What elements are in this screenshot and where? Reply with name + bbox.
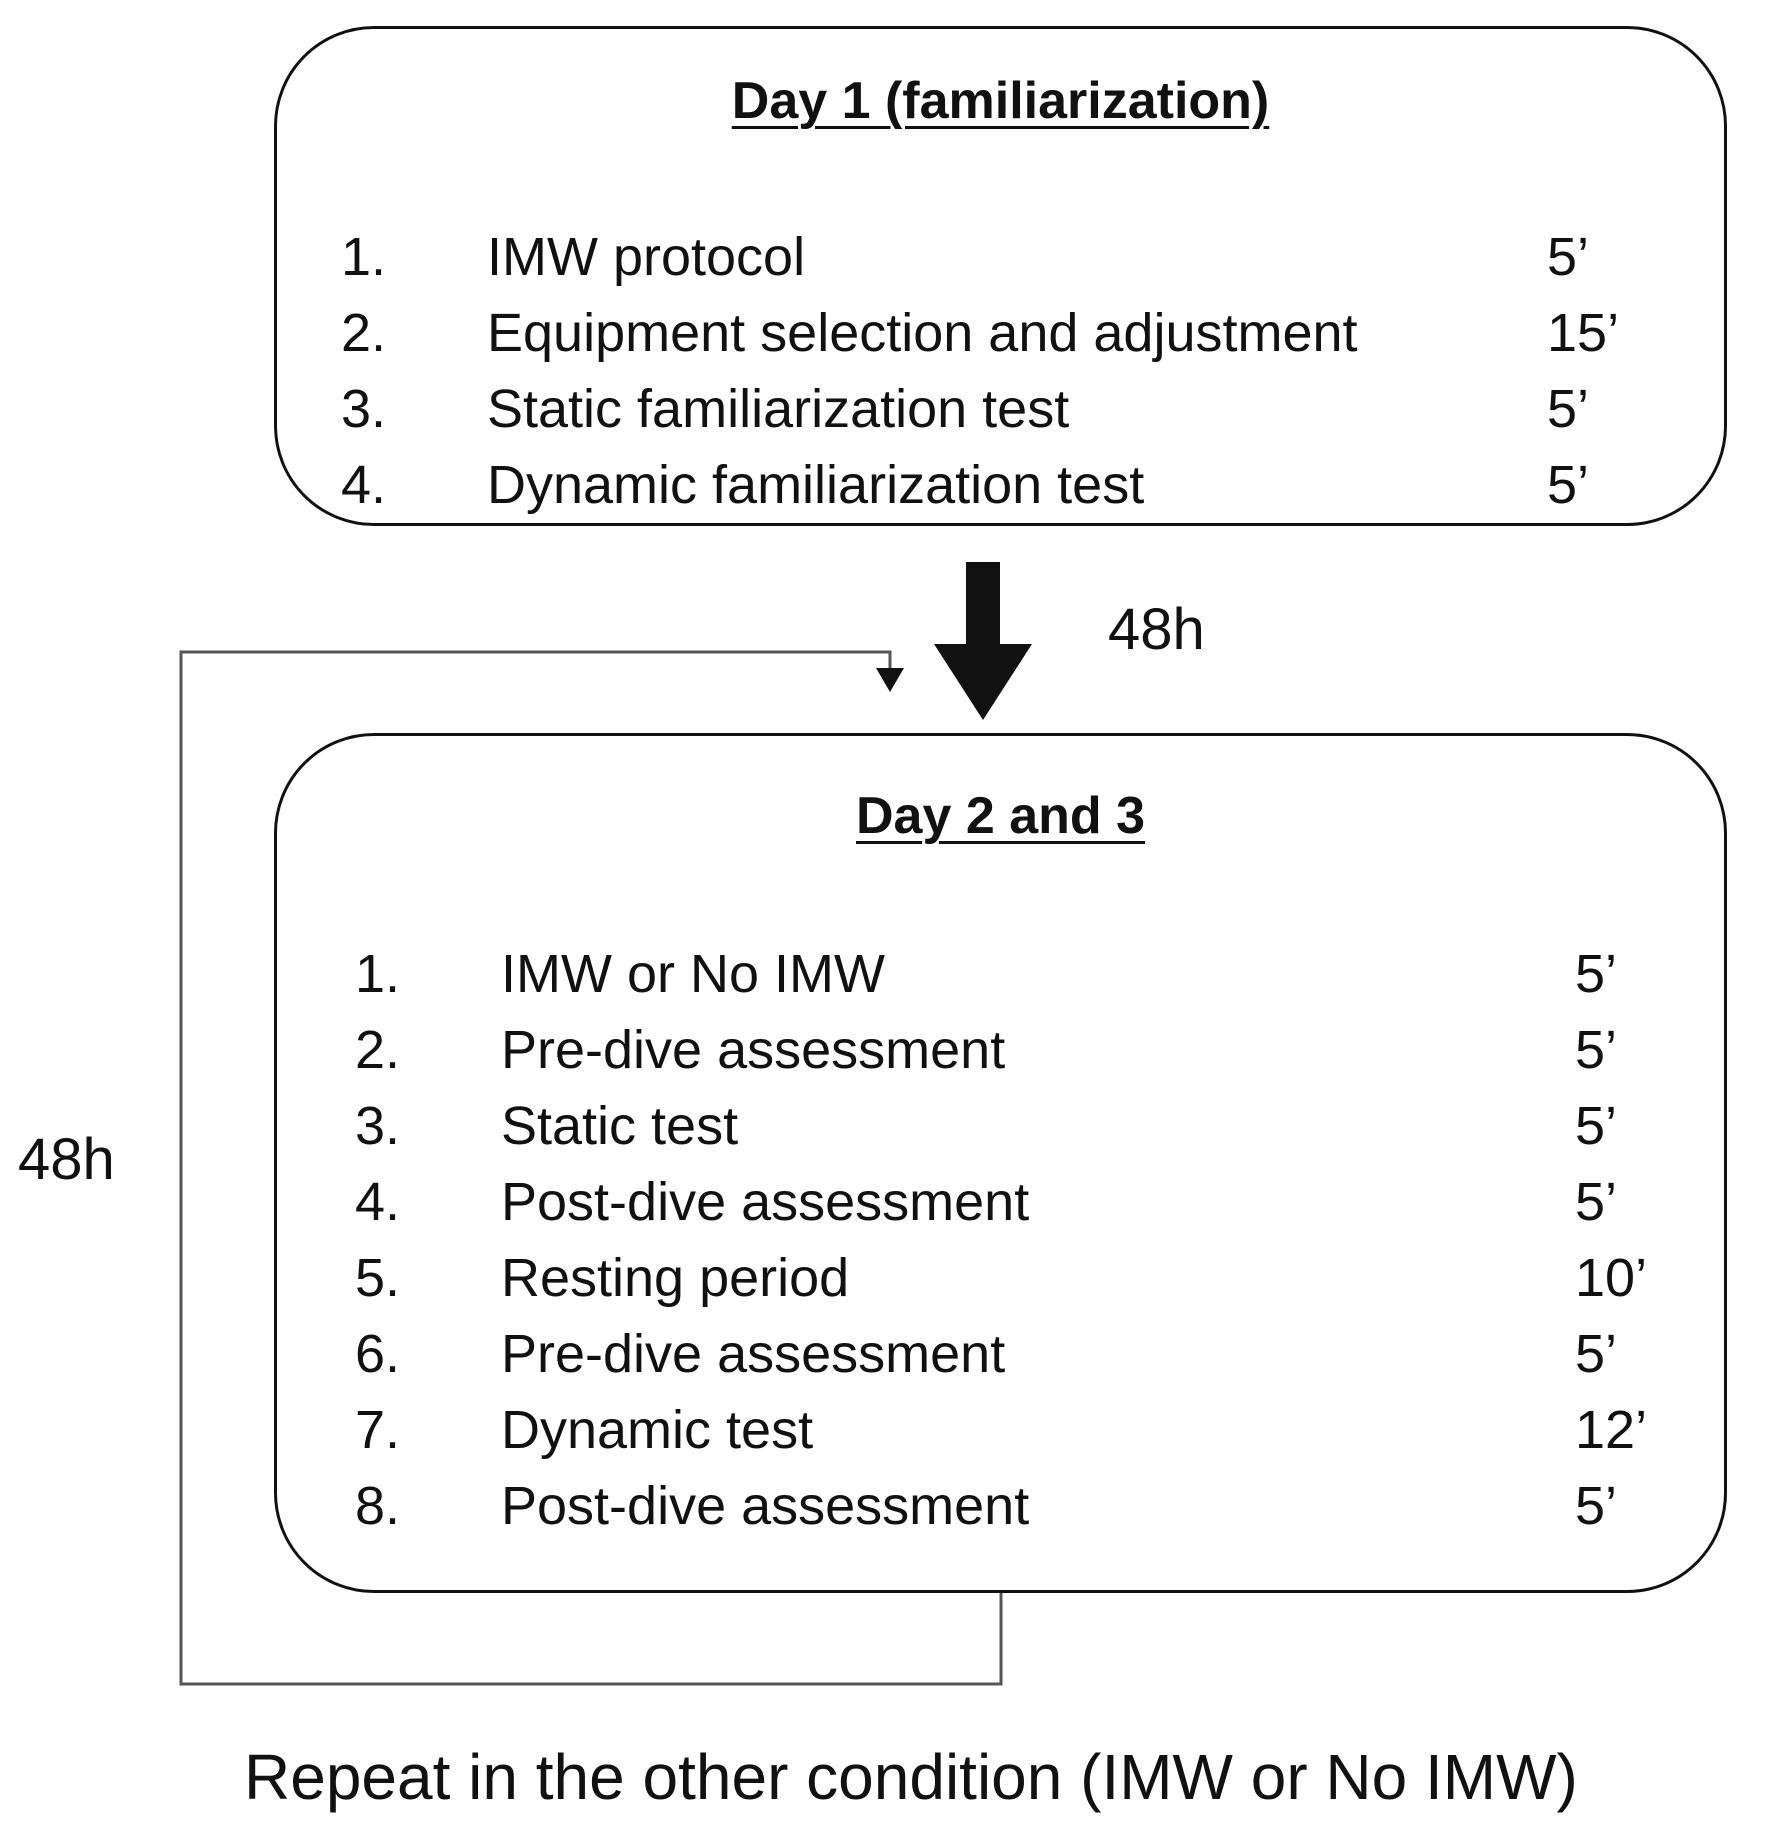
step-label: Dynamic familiarization test	[487, 455, 1145, 515]
list-item: 8. Post-dive assessment 5’	[355, 1468, 1655, 1544]
step-label: Resting period	[501, 1248, 850, 1308]
day1-box: Day 1 (familiarization) 1. IMW protocol …	[274, 26, 1727, 526]
step-number: 1.	[341, 227, 387, 287]
step-number: 6.	[355, 1324, 401, 1384]
main-down-arrow-shaft	[966, 562, 1000, 646]
list-item: 4. Dynamic familiarization test 5’	[341, 447, 1641, 523]
step-duration: 5’	[1575, 1020, 1618, 1080]
step-duration: 5’	[1575, 1476, 1618, 1536]
step-duration: 5’	[1575, 1172, 1618, 1232]
step-duration: 5’	[1547, 379, 1590, 439]
step-label: Pre-dive assessment	[501, 1020, 1006, 1080]
step-duration: 15’	[1547, 303, 1620, 363]
step-number: 3.	[355, 1096, 401, 1156]
list-item: 3. Static familiarization test 5’	[341, 371, 1641, 447]
step-number: 2.	[341, 303, 387, 363]
list-item: 6. Pre-dive assessment 5’	[355, 1316, 1655, 1392]
main-down-arrow-head	[934, 644, 1032, 720]
step-label: Dynamic test	[501, 1400, 814, 1460]
step-number: 8.	[355, 1476, 401, 1536]
list-item: 2. Pre-dive assessment 5’	[355, 1012, 1655, 1088]
step-label: Post-dive assessment	[501, 1476, 1030, 1536]
step-label: Static test	[501, 1096, 739, 1156]
interval-label-48h: 48h	[1108, 597, 1205, 662]
list-item: 3. Static test 5’	[355, 1088, 1655, 1164]
day2-3-title: Day 2 and 3	[855, 787, 1146, 845]
step-duration: 10’	[1575, 1248, 1648, 1308]
step-duration: 5’	[1575, 1096, 1618, 1156]
step-label: Post-dive assessment	[501, 1172, 1030, 1232]
step-number: 3.	[341, 379, 387, 439]
repeat-loop-line	[179, 650, 1003, 1686]
step-duration: 5’	[1575, 1324, 1618, 1384]
step-number: 7.	[355, 1400, 401, 1460]
list-item: 2. Equipment selection and adjustment 15…	[341, 295, 1641, 371]
step-duration: 5’	[1575, 944, 1618, 1004]
step-duration: 12’	[1575, 1400, 1648, 1460]
step-number: 5.	[355, 1248, 401, 1308]
step-label: IMW or No IMW	[501, 944, 885, 1004]
step-label: Equipment selection and adjustment	[487, 303, 1358, 363]
step-number: 1.	[355, 944, 401, 1004]
day2-3-step-list: 1. IMW or No IMW 5’ 2. Pre-dive assessme…	[355, 936, 1655, 1544]
list-item: 7. Dynamic test 12’	[355, 1392, 1655, 1468]
step-label: Static familiarization test	[487, 379, 1070, 439]
repeat-loop-arrowhead	[876, 668, 904, 692]
list-item: 1. IMW protocol 5’	[341, 219, 1641, 295]
day1-title: Day 1 (familiarization)	[731, 72, 1270, 130]
repeat-caption: Repeat in the other condition (IMW or No…	[244, 1741, 1578, 1813]
step-duration: 5’	[1547, 227, 1590, 287]
list-item: 4. Post-dive assessment 5’	[355, 1164, 1655, 1240]
step-label: IMW protocol	[487, 227, 806, 287]
list-item: 1. IMW or No IMW 5’	[355, 936, 1655, 1012]
step-number: 4.	[341, 455, 387, 515]
step-number: 2.	[355, 1020, 401, 1080]
loop-interval-label-48h: 48h	[18, 1127, 115, 1192]
step-duration: 5’	[1547, 455, 1590, 515]
day2-3-box: Day 2 and 3 1. IMW or No IMW 5’ 2. Pre-d…	[274, 733, 1727, 1593]
list-item: 5. Resting period 10’	[355, 1240, 1655, 1316]
step-number: 4.	[355, 1172, 401, 1232]
step-label: Pre-dive assessment	[501, 1324, 1006, 1384]
day1-step-list: 1. IMW protocol 5’ 2. Equipment selectio…	[341, 219, 1641, 523]
